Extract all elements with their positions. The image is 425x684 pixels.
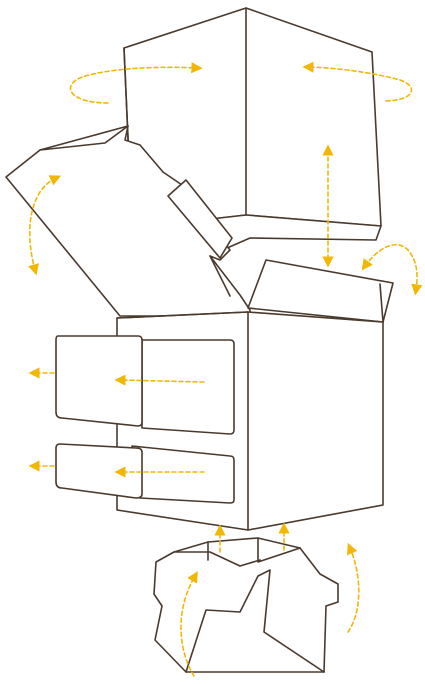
window-insert-upper xyxy=(56,336,142,426)
rotate-tray-right-arrow xyxy=(348,548,359,632)
shelf-tray xyxy=(154,538,338,672)
box-body xyxy=(117,312,383,530)
right-flap xyxy=(248,260,393,322)
window-insert-lower xyxy=(56,444,142,498)
